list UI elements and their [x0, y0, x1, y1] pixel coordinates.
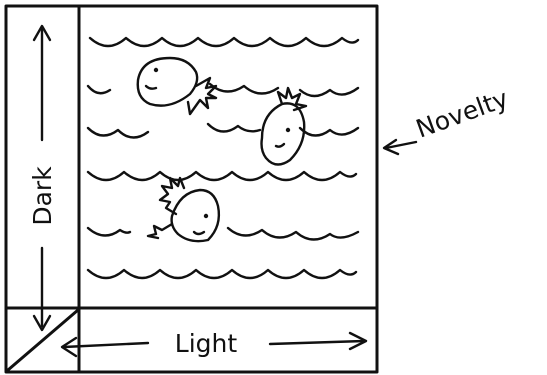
light-axis: Light — [60, 329, 368, 358]
novelty-arrow-line — [384, 140, 418, 150]
dark-label: Dark — [28, 166, 57, 226]
wave-line — [86, 122, 360, 139]
dark-arrowhead-up — [32, 24, 52, 42]
block-frame — [4, 4, 379, 374]
corner-diagonal — [6, 308, 80, 372]
wave-line — [86, 268, 358, 280]
novelty-label: Novelty — [412, 84, 512, 144]
light-arrowhead-left — [60, 336, 78, 358]
fish-icon — [136, 56, 218, 116]
dark-axis: Dark — [28, 24, 57, 332]
light-label: Light — [175, 329, 238, 358]
novelty-arrowhead — [382, 138, 400, 156]
light-arrowhead-right — [348, 331, 368, 351]
wave-line — [86, 170, 358, 182]
novelty-pointer: Novelty — [382, 84, 512, 156]
outer-border — [4, 4, 379, 374]
fish-icon — [146, 176, 221, 243]
wave-line — [86, 226, 360, 241]
wave-line — [88, 36, 360, 48]
light-arrow-line-left — [62, 341, 150, 349]
dark-arrowhead-down — [32, 314, 52, 332]
wave-line — [86, 82, 360, 98]
fish-icon — [260, 86, 308, 166]
light-arrow-line-right — [268, 339, 366, 346]
wave-pattern — [86, 36, 360, 280]
